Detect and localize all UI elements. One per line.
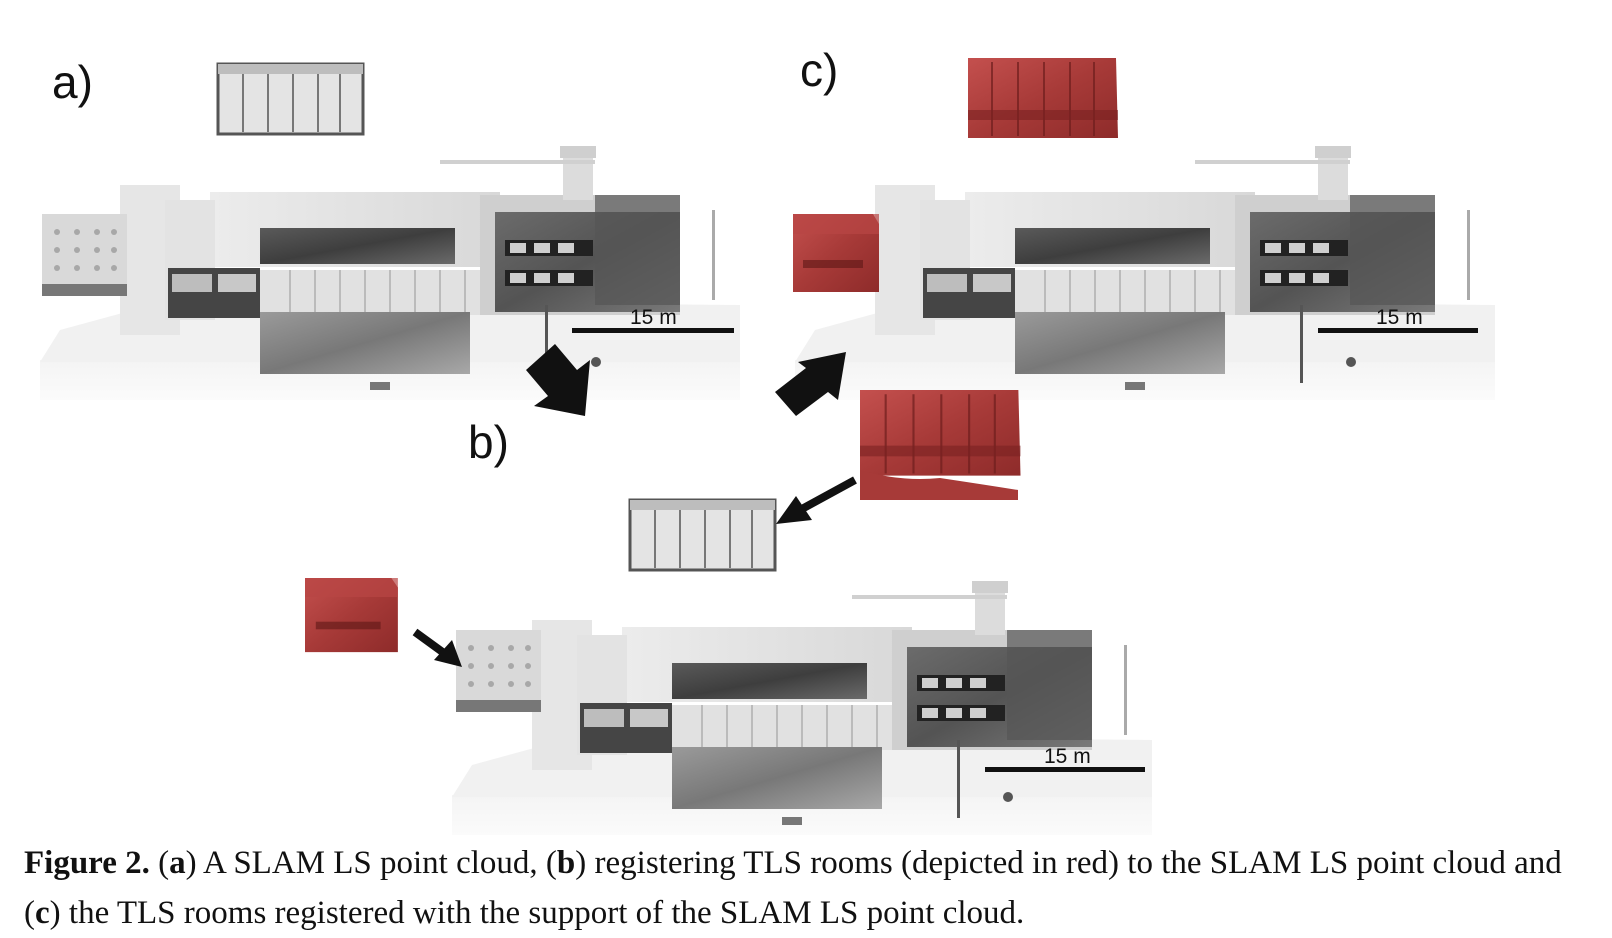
panel-b-red-room-base bbox=[860, 470, 1018, 500]
arrow-b-to-c-icon bbox=[775, 352, 846, 416]
arrow-to-small-block bbox=[412, 628, 462, 667]
panel-c-label: c) bbox=[800, 44, 838, 96]
caption-seg-3: b bbox=[556, 845, 576, 881]
arrow-to-tall-block bbox=[776, 476, 857, 524]
panel-a-small-block bbox=[42, 214, 127, 296]
panel-c: c) 15 m bbox=[793, 44, 1496, 401]
panel-c-scale-bar: 15 m bbox=[1318, 306, 1478, 333]
panel-b-red-small-room bbox=[305, 578, 398, 653]
caption-seg-5: c bbox=[35, 895, 50, 931]
panel-c-red-small-room bbox=[793, 214, 879, 292]
panel-b: b) 15 m bbox=[305, 388, 1153, 836]
panel-b-scale-label: 15 m bbox=[1044, 745, 1091, 768]
panel-c-scale-label: 15 m bbox=[1376, 306, 1423, 329]
caption-seg-2: ) A SLAM LS point cloud, ( bbox=[185, 845, 557, 881]
panel-b-label: b) bbox=[468, 416, 509, 468]
figure-caption: Figure 2. (a) A SLAM LS point cloud, (b)… bbox=[24, 838, 1594, 938]
arrow-a-to-b-icon bbox=[526, 344, 590, 416]
panel-c-red-tall-room bbox=[967, 57, 1119, 139]
panel-a-scale-label: 15 m bbox=[630, 306, 677, 329]
panel-a-tall-block bbox=[216, 62, 365, 136]
panel-b-tall-block bbox=[628, 498, 777, 572]
caption-seg-4: ) registering TLS rooms (depicted in red… bbox=[24, 845, 1562, 931]
caption-seg-6: ) the TLS rooms registered with the supp… bbox=[49, 895, 1025, 931]
panel-b-red-tall-room bbox=[858, 388, 1022, 477]
panel-a: a) 15 m bbox=[39, 56, 741, 401]
caption-figure-label: Figure 2. bbox=[24, 845, 150, 881]
caption-seg-1: a bbox=[169, 845, 186, 881]
panel-a-scale-bar: 15 m bbox=[572, 306, 734, 333]
panel-b-scale-bar: 15 m bbox=[985, 745, 1145, 772]
caption-seg-0: ( bbox=[149, 845, 170, 881]
panel-b-small-block bbox=[456, 630, 541, 712]
panel-a-label: a) bbox=[52, 56, 93, 108]
